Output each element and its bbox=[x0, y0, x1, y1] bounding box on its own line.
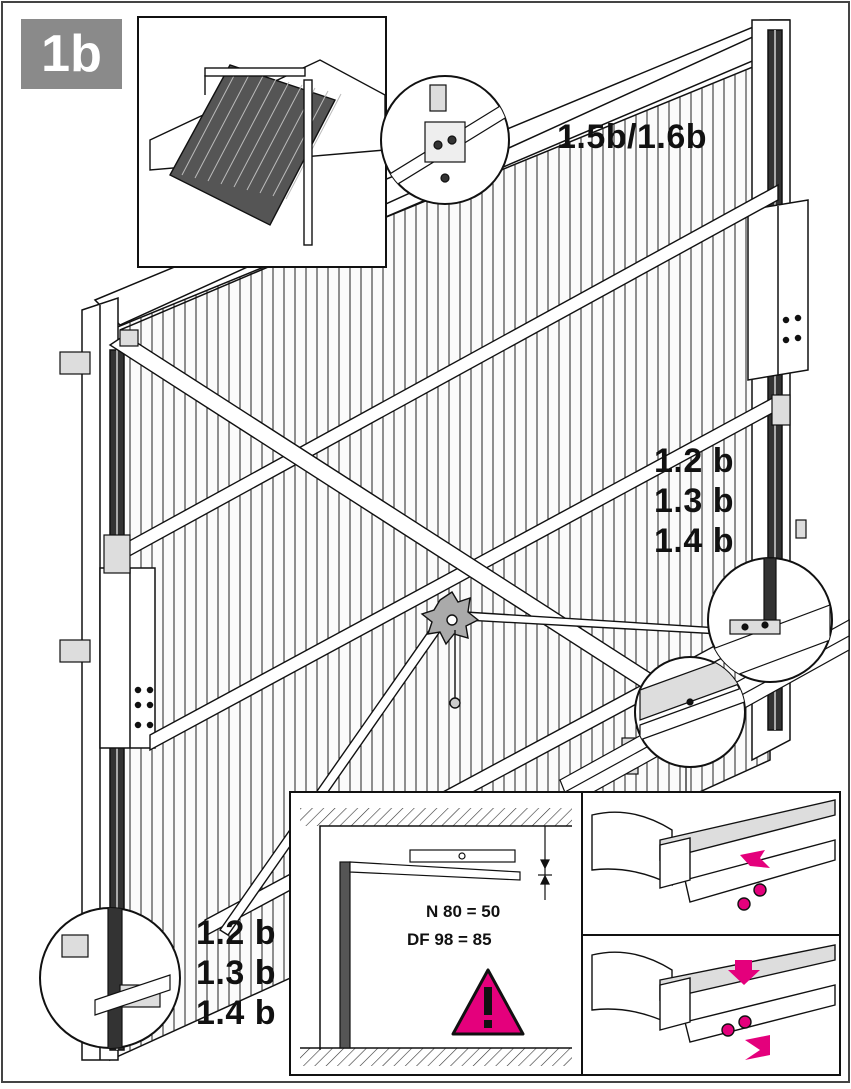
right-step-label: 1.3 b bbox=[654, 482, 734, 520]
arrow-icon bbox=[728, 960, 760, 985]
left-step-label: 1.4 b bbox=[196, 994, 276, 1032]
left-brackets bbox=[59, 329, 139, 663]
measurement-df98: DF 98 = 85 bbox=[407, 930, 492, 949]
inset-door-rib bbox=[246, 84, 303, 191]
callout-label-top: 1.5b/1.6b bbox=[557, 118, 708, 156]
center-hub bbox=[420, 591, 480, 709]
left-frame-post bbox=[81, 296, 156, 1061]
detail-circle-track bbox=[634, 656, 746, 768]
arrow-icon bbox=[740, 850, 770, 868]
bracket-assembly-top bbox=[591, 799, 836, 911]
step-badge: 1b bbox=[21, 19, 122, 89]
detail-panel bbox=[289, 791, 841, 1076]
screw-icon bbox=[737, 883, 767, 911]
detail-circle-bottom-left bbox=[39, 907, 181, 1049]
right-step-label: 1.4 b bbox=[654, 522, 734, 560]
level-section bbox=[300, 808, 572, 1066]
inset-door-rib bbox=[207, 75, 264, 182]
inset-door-rib bbox=[233, 81, 290, 188]
left-step-label: 1.2 b bbox=[196, 914, 276, 952]
right-step-label: 1.2 b bbox=[654, 442, 734, 480]
measurement-n80: N 80 = 50 bbox=[426, 902, 501, 921]
inset-door-rib bbox=[194, 72, 251, 179]
arrow-icon bbox=[745, 1035, 770, 1060]
detail-circle-top bbox=[380, 75, 510, 205]
inset-door-overview bbox=[137, 16, 387, 268]
warning-triangle-icon bbox=[451, 968, 525, 1036]
inset-door-rib bbox=[272, 90, 329, 197]
screw-icon bbox=[721, 1015, 752, 1037]
left-step-label: 1.3 b bbox=[196, 954, 276, 992]
bracket-assembly-bottom bbox=[591, 944, 836, 1060]
inset-door-rib bbox=[220, 78, 277, 185]
inset-door-rib bbox=[285, 93, 342, 200]
inset-door-rib bbox=[181, 69, 238, 176]
